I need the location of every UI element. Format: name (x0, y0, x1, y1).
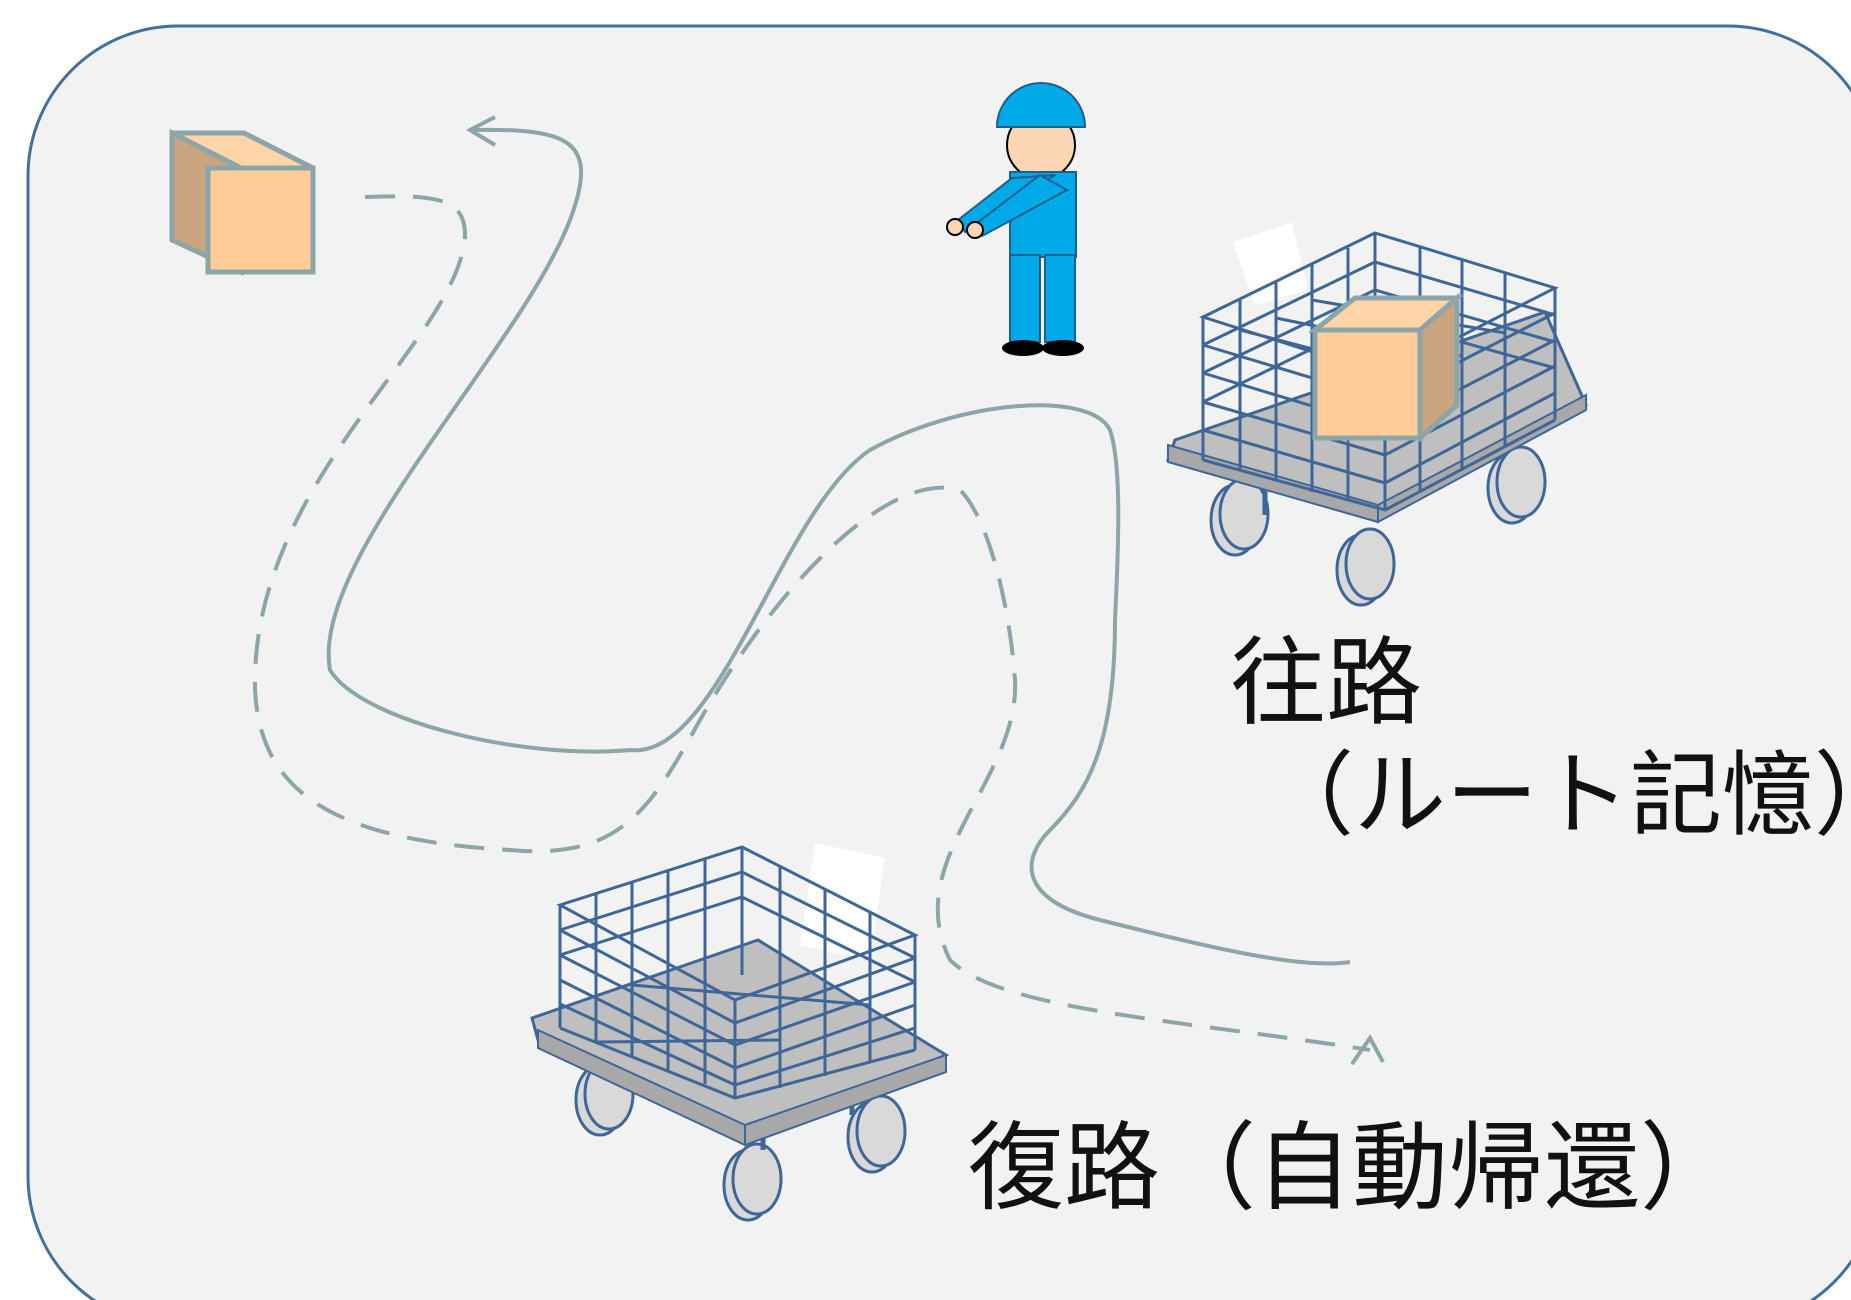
outbound-arrowhead-icon (465, 115, 497, 147)
route-memory-label: （ルート記憶） (1262, 742, 1851, 849)
worker-icon (946, 82, 1087, 356)
outbound-route-label: 往路 (1230, 627, 1422, 739)
loaded-cart-icon (1166, 222, 1588, 607)
empty-cart-icon (530, 843, 950, 1222)
return-route-label: 復路（自動帰還） (968, 1112, 1736, 1224)
return-arrowhead-icon (1350, 1034, 1385, 1066)
cargo-box-icon (1307, 292, 1464, 444)
outbound-route-path (326, 115, 1351, 966)
cardboard-box-icon (169, 128, 316, 276)
return-route-path (252, 194, 1385, 1066)
